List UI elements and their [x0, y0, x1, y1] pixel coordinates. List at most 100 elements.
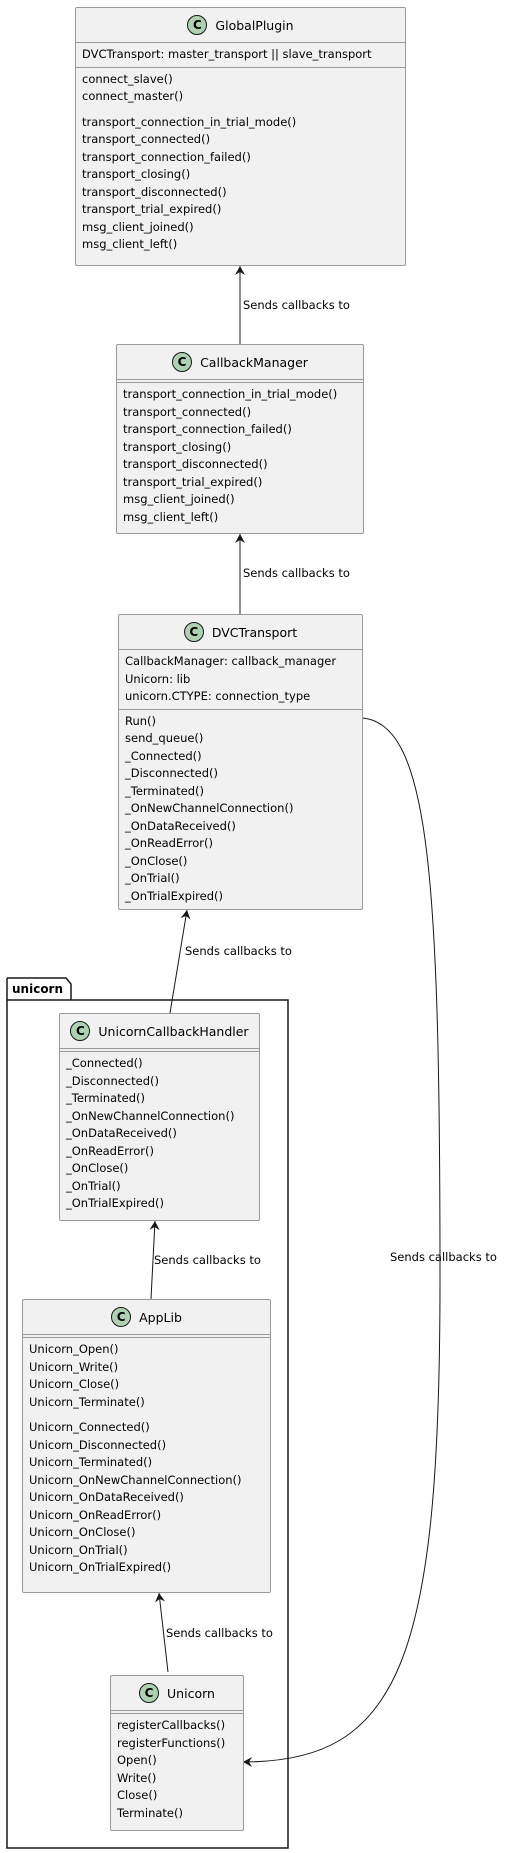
- class-fields: CallbackManager: callback_manager Unicor…: [119, 650, 362, 710]
- class-methods: connect_slave() connect_master() transpo…: [76, 68, 405, 257]
- class-header: C UnicornCallbackHandler: [60, 1014, 259, 1049]
- method: _OnReadError(): [66, 1143, 154, 1158]
- method: Unicorn_Terminated(): [29, 1455, 153, 1469]
- method: Unicorn_OnTrialExpired(): [29, 1560, 172, 1574]
- class-header: C DVCTransport: [119, 615, 362, 650]
- class-fields: [60, 1049, 259, 1052]
- class-methods: transport_connection_in_trial_mode() tra…: [117, 383, 363, 529]
- method: msg_client_joined(): [123, 492, 235, 506]
- method: _OnClose(): [66, 1161, 129, 1175]
- method: registerCallbacks(): [117, 1718, 226, 1732]
- edge-applib-to-handler: [149, 1220, 160, 1300]
- method: _Terminated(): [125, 783, 205, 798]
- package-frame: [6, 978, 289, 1849]
- method: _OnNewChannelConnection(): [125, 801, 294, 815]
- method: _Connected(): [125, 748, 202, 763]
- class-header: C CallbackManager: [117, 345, 363, 380]
- method: send_queue(): [125, 731, 204, 745]
- method: transport_closing(): [123, 439, 232, 454]
- class-unicorn-callback-handler[interactable]: C UnicornCallbackHandler _Connected() _D…: [59, 1013, 260, 1221]
- class-dvc-transport[interactable]: C DVCTransport CallbackManager: callback…: [118, 614, 363, 910]
- class-c-icon: C: [183, 622, 204, 642]
- edge-label: Sends callbacks to: [243, 566, 350, 580]
- method: transport_connected(): [123, 404, 252, 419]
- class-c-icon: C: [139, 1683, 160, 1703]
- method: Unicorn_Open(): [29, 1342, 119, 1356]
- class-c-icon: C: [111, 1307, 132, 1327]
- method: Unicorn_Write(): [29, 1359, 119, 1374]
- field: DVCTransport: master_transport || slave_…: [82, 47, 372, 61]
- method: Unicorn_OnClose(): [29, 1525, 136, 1539]
- class-name: UnicornCallbackHandler: [98, 1023, 249, 1039]
- class-fields: [117, 380, 363, 383]
- method: connect_slave(): [82, 71, 173, 86]
- method: Unicorn_Disconnected(): [29, 1437, 167, 1452]
- method: _OnClose(): [125, 853, 188, 868]
- class-fields: [111, 1711, 243, 1714]
- method: _OnNewChannelConnection(): [66, 1108, 235, 1123]
- method: _Connected(): [66, 1056, 143, 1070]
- method: msg_client_joined(): [82, 219, 194, 234]
- class-fields: DVCTransport: master_transport || slave_…: [76, 43, 405, 68]
- edge-handler-to-dvctransport: [169, 909, 191, 1014]
- class-name: DVCTransport: [211, 624, 298, 640]
- method: Open(): [117, 1753, 157, 1767]
- method: Close(): [117, 1788, 158, 1802]
- method: Run(): [125, 713, 157, 728]
- class-c-icon: C: [172, 352, 193, 372]
- class-header: C GlobalPlugin: [76, 8, 405, 43]
- method: Unicorn_OnReadError(): [29, 1507, 162, 1522]
- method: Unicorn_OnNewChannelConnection(): [29, 1472, 242, 1487]
- method: transport_connection_failed(): [123, 422, 292, 436]
- field: unicorn.CTYPE: connection_type: [125, 689, 311, 703]
- class-methods: Run() send_queue() _Connected() _Disconn…: [119, 710, 362, 909]
- method: transport_connection_in_trial_mode(): [123, 387, 338, 401]
- class-callback-manager[interactable]: C CallbackManager transport_connection_i…: [116, 344, 364, 534]
- class-name: GlobalPlugin: [215, 17, 294, 33]
- method: _Terminated(): [66, 1091, 146, 1105]
- class-c-icon: C: [187, 15, 208, 35]
- method: transport_disconnected(): [82, 184, 227, 199]
- class-name: Unicorn: [167, 1685, 215, 1701]
- field: Unicorn: lib: [125, 671, 191, 686]
- method: transport_disconnected(): [123, 457, 268, 471]
- class-name: CallbackManager: [200, 354, 308, 370]
- method-separator: [29, 1411, 264, 1419]
- package-tab: [7, 977, 72, 1000]
- class-name: AppLib: [139, 1309, 182, 1325]
- edge-dvctransport-to-unicorn: [242, 717, 441, 1767]
- method: _OnDataReceived(): [66, 1126, 177, 1140]
- method: registerFunctions(): [117, 1735, 226, 1750]
- method: Unicorn_Terminate(): [29, 1394, 145, 1409]
- method: _OnTrial(): [125, 871, 180, 885]
- method: transport_trial_expired(): [123, 474, 263, 489]
- edge-label: Sends callbacks to: [154, 1253, 261, 1267]
- method: Unicorn_OnDataReceived(): [29, 1490, 184, 1504]
- class-header: C AppLib: [23, 1300, 270, 1335]
- method: Unicorn_Close(): [29, 1377, 120, 1391]
- method: _Disconnected(): [66, 1073, 159, 1088]
- method: connect_master(): [82, 89, 184, 103]
- package-label: unicorn: [12, 982, 64, 996]
- class-app-lib[interactable]: C AppLib Unicorn_Open() Unicorn_Write() …: [22, 1299, 271, 1593]
- method: Unicorn_OnTrial(): [29, 1542, 128, 1557]
- method: transport_trial_expired(): [82, 202, 222, 216]
- edge-label: Sends callbacks to: [166, 1626, 273, 1640]
- edge-label: Sends callbacks to: [390, 1250, 497, 1264]
- class-global-plugin[interactable]: C GlobalPlugin DVCTransport: master_tran…: [75, 7, 406, 266]
- method: transport_connection_failed(): [82, 149, 251, 164]
- class-header: C Unicorn: [111, 1676, 243, 1711]
- edge-unicorn-to-applib: [155, 1592, 169, 1673]
- method: Terminate(): [117, 1805, 183, 1820]
- class-methods: _Connected() _Disconnected() _Terminated…: [60, 1052, 259, 1216]
- class-c-icon: C: [70, 1021, 91, 1041]
- method: _OnTrial(): [66, 1178, 121, 1193]
- class-methods: registerCallbacks() registerFunctions() …: [111, 1714, 243, 1825]
- edge-label: Sends callbacks to: [243, 298, 350, 312]
- method: _OnDataReceived(): [125, 818, 236, 833]
- class-fields: [23, 1335, 270, 1338]
- method: transport_connected(): [82, 132, 211, 146]
- class-unicorn[interactable]: C Unicorn registerCallbacks() registerFu…: [110, 1675, 244, 1831]
- method: transport_connection_in_trial_mode(): [82, 114, 297, 129]
